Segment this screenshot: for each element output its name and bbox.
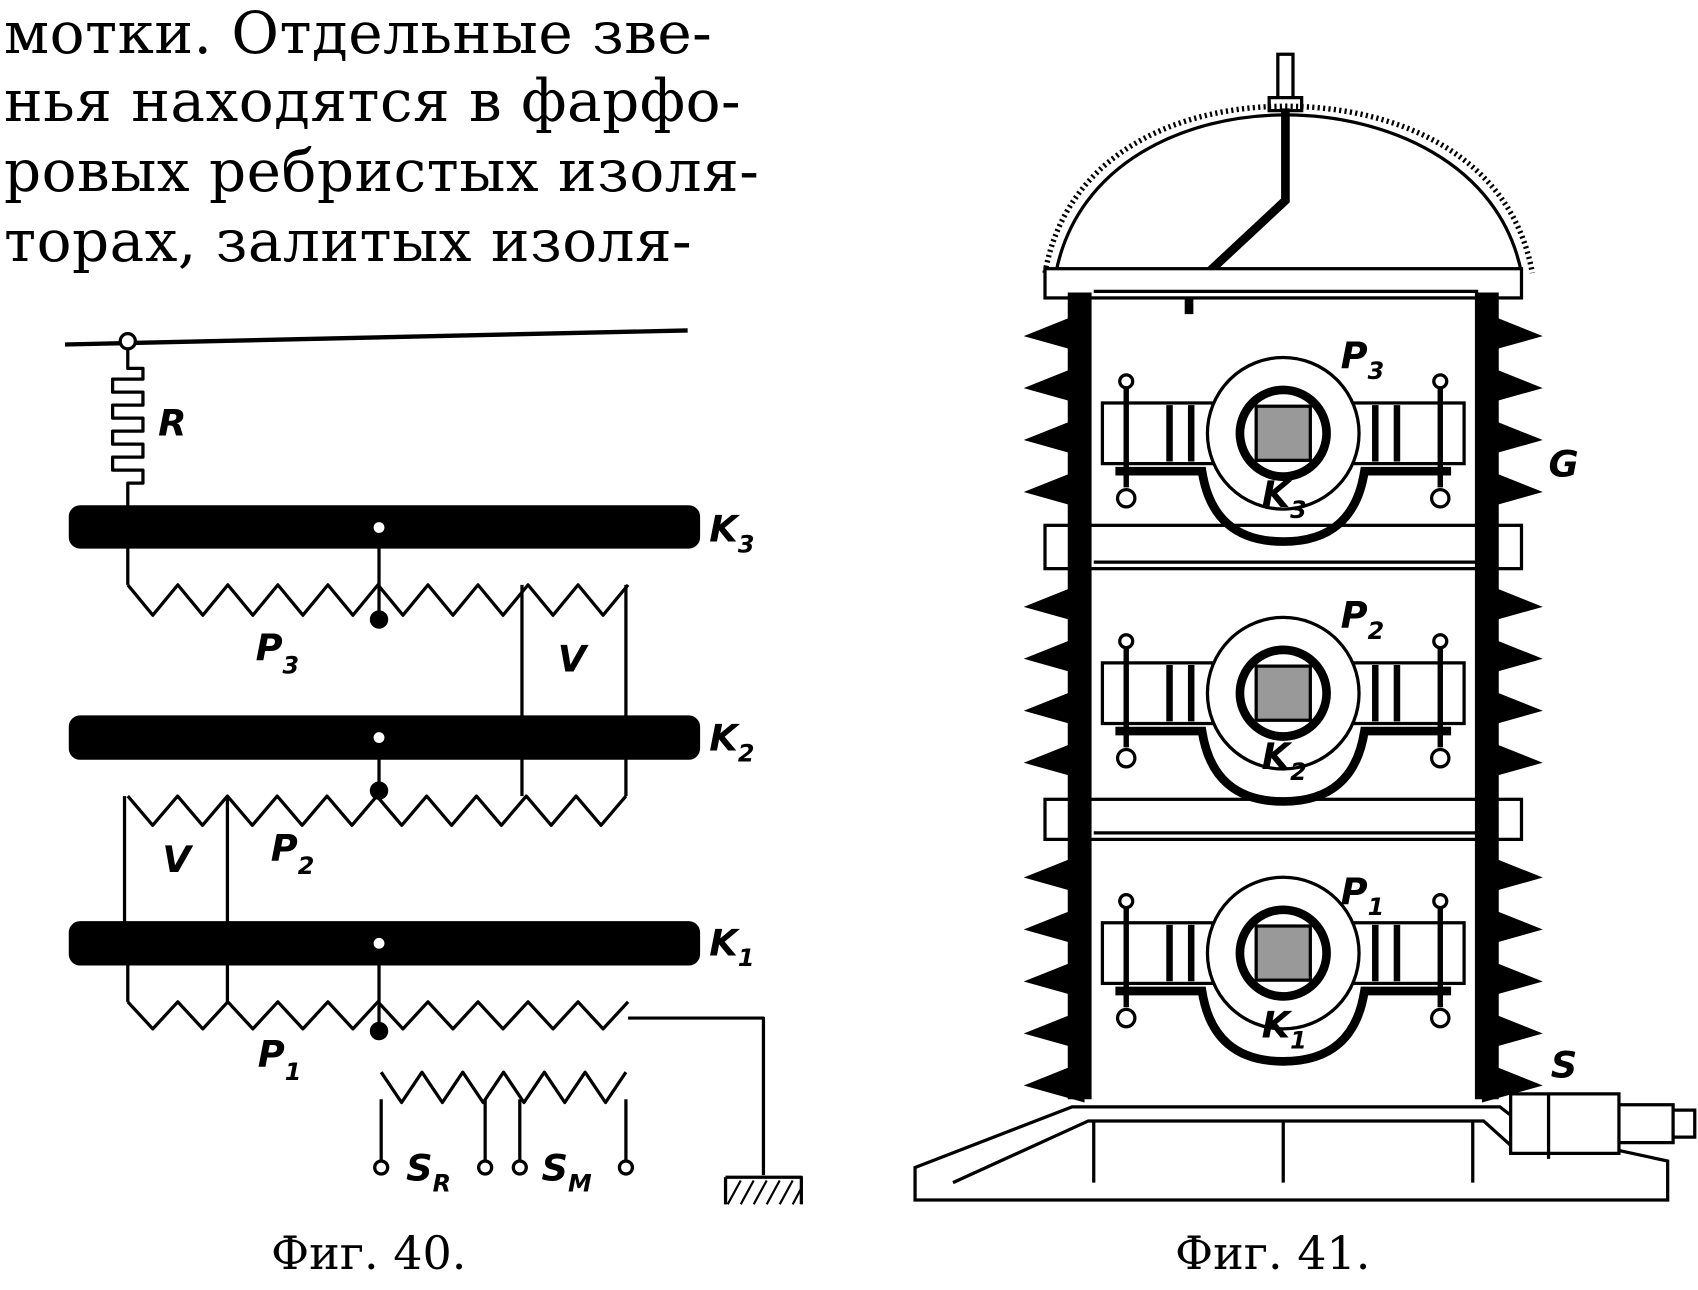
electrode-unit (1100, 875, 1466, 1066)
label-SR: SR (406, 1146, 451, 1197)
body-text-line-2: нья находятся в фарфо- (4, 67, 742, 135)
body-text-line-4: торах, залитых изоля- (4, 207, 693, 275)
fig41-label-P1: P1 (1341, 870, 1385, 921)
electrode-unit (1100, 615, 1466, 806)
top-terminal (1267, 52, 1304, 113)
wire (126, 546, 628, 718)
ground-symbol (723, 1175, 803, 1205)
wire (122, 758, 628, 923)
bar-center-hole (373, 732, 385, 744)
terminal (477, 1159, 494, 1176)
fig41-label-G: G (1549, 443, 1579, 486)
bar-center-hole (373, 937, 385, 949)
label-R: R (158, 401, 186, 444)
fig41-label-K1: K1 (1262, 1004, 1307, 1055)
winding-S (379, 1070, 628, 1105)
wire (126, 963, 766, 1176)
body-text-line-3: ровых ребристых изоля- (4, 137, 760, 205)
cable-box-detail (1546, 1093, 1697, 1159)
label-SM: SM (541, 1146, 592, 1197)
figure-40-circuit (64, 328, 803, 1205)
electrode-unit (1100, 355, 1466, 546)
fig41-label-S: S (1551, 1044, 1578, 1087)
dome-cover (1042, 103, 1535, 274)
flange (1043, 267, 1524, 300)
figure-41-caption: Фиг. 41. (1175, 1226, 1371, 1280)
terminal (511, 1159, 528, 1176)
tap-dot (369, 610, 389, 629)
fig41-label-K2: K2 (1262, 735, 1307, 786)
electrode-units (1100, 355, 1466, 1066)
fig41-label-K3: K3 (1262, 473, 1307, 524)
label-V-upper: V (558, 638, 589, 681)
wire (379, 1099, 628, 1162)
fig41-label-P2: P2 (1341, 594, 1385, 645)
figure-41-apparatus (913, 52, 1697, 1202)
terminal (373, 1159, 390, 1176)
label-P3: P3 (256, 627, 300, 680)
label-V-lower: V (162, 838, 193, 881)
label-K2: K2 (709, 717, 754, 768)
bar-center-hole (373, 522, 385, 533)
figure-40-caption: Фиг. 40. (271, 1226, 467, 1280)
cable-box (1509, 1092, 1675, 1156)
electrode-bar-K3 (68, 505, 701, 549)
label-K3: K3 (709, 508, 754, 559)
terminal (617, 1159, 635, 1176)
fig41-label-P3: P3 (1341, 334, 1385, 385)
body-text-line-1: мотки. Отдельные зве- (4, 0, 713, 67)
label-K1: K1 (709, 921, 754, 972)
tap-dot (369, 1021, 389, 1041)
resistor-R (110, 348, 145, 510)
base-inner (952, 1119, 1518, 1185)
flanges (1043, 267, 1524, 842)
label-P1: P1 (258, 1033, 302, 1086)
top-line-wire (64, 328, 688, 347)
label-P2: P2 (271, 827, 315, 880)
connection-terminal (118, 332, 137, 351)
internal-lead (1184, 108, 1290, 315)
winding-P2 (126, 794, 628, 827)
tap-dot (369, 781, 389, 800)
